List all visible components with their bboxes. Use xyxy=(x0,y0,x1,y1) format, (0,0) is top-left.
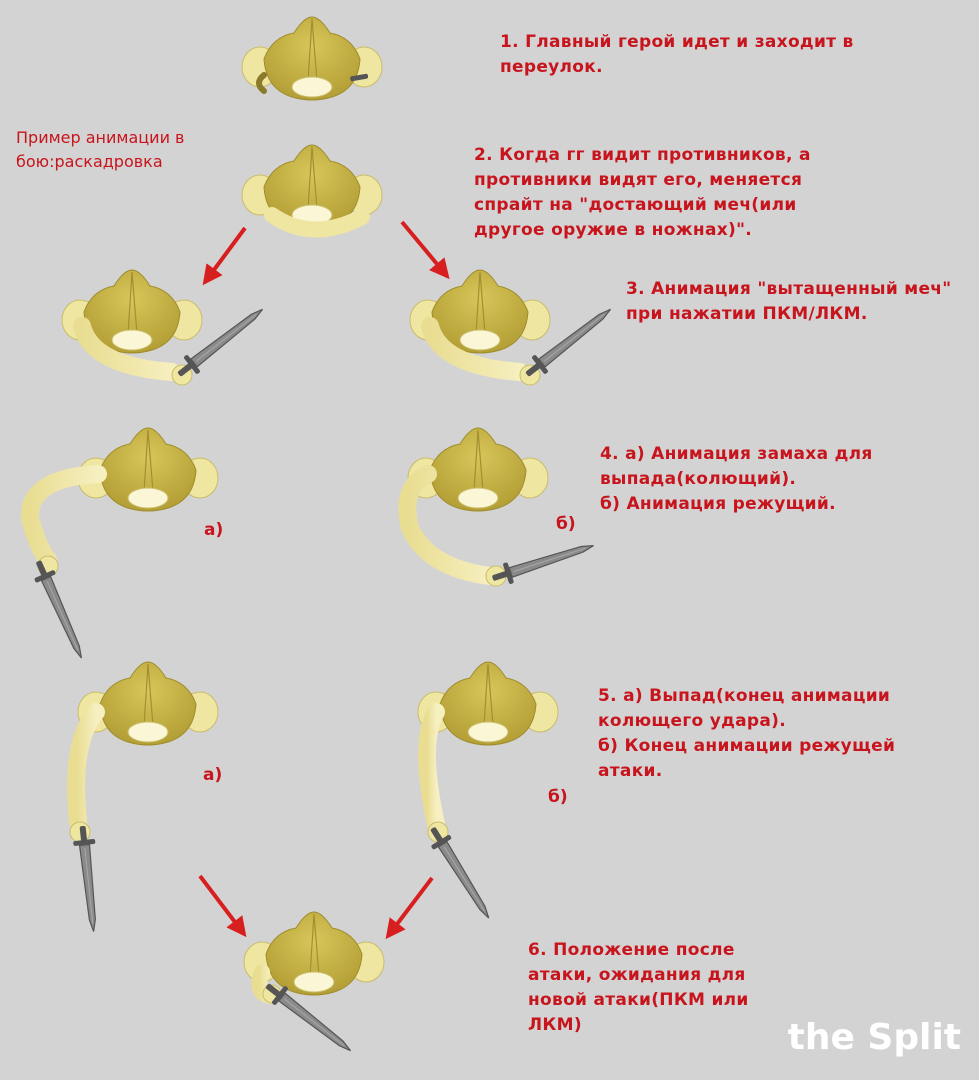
step-3-caption: 3. Анимация "вытащенный меч" при нажатии… xyxy=(626,279,952,324)
figure-step-1 xyxy=(241,16,383,101)
step-2-caption: 2. Когда гг видит противников, а противн… xyxy=(474,145,811,240)
arrow-icon xyxy=(202,226,247,286)
figure-step-6 xyxy=(243,911,385,1060)
label-a-step-5: а) xyxy=(203,765,223,785)
watermark: the Split xyxy=(787,1017,961,1058)
label-b-step-5: б) xyxy=(548,787,568,807)
figure-step-4a xyxy=(21,427,219,664)
label-b-step-4: б) xyxy=(556,514,576,534)
figure-step-5a xyxy=(67,661,219,934)
arrow-icon xyxy=(400,220,450,280)
figure-step-5b xyxy=(417,661,559,925)
arrow-icon xyxy=(385,876,434,940)
step-1-caption: 1. Главный герой идет и заходит в переул… xyxy=(500,32,854,77)
step-4-caption: 4. а) Анимация замаха для выпада(колющий… xyxy=(600,444,873,514)
arrow-icon xyxy=(198,874,247,938)
figure-step-4b xyxy=(398,427,598,590)
step-5-caption: 5. а) Выпад(конец анимации колющего удар… xyxy=(598,686,896,781)
step-6-caption: 6. Положение после атаки, ожидания для н… xyxy=(528,940,749,1035)
figure-step-2 xyxy=(241,144,383,238)
figure-step-3-right xyxy=(409,269,618,386)
figure-step-3-left xyxy=(61,269,270,386)
intro-caption: Пример анимации в бою:раскадровка xyxy=(16,128,185,171)
label-a-step-4: а) xyxy=(204,520,224,540)
